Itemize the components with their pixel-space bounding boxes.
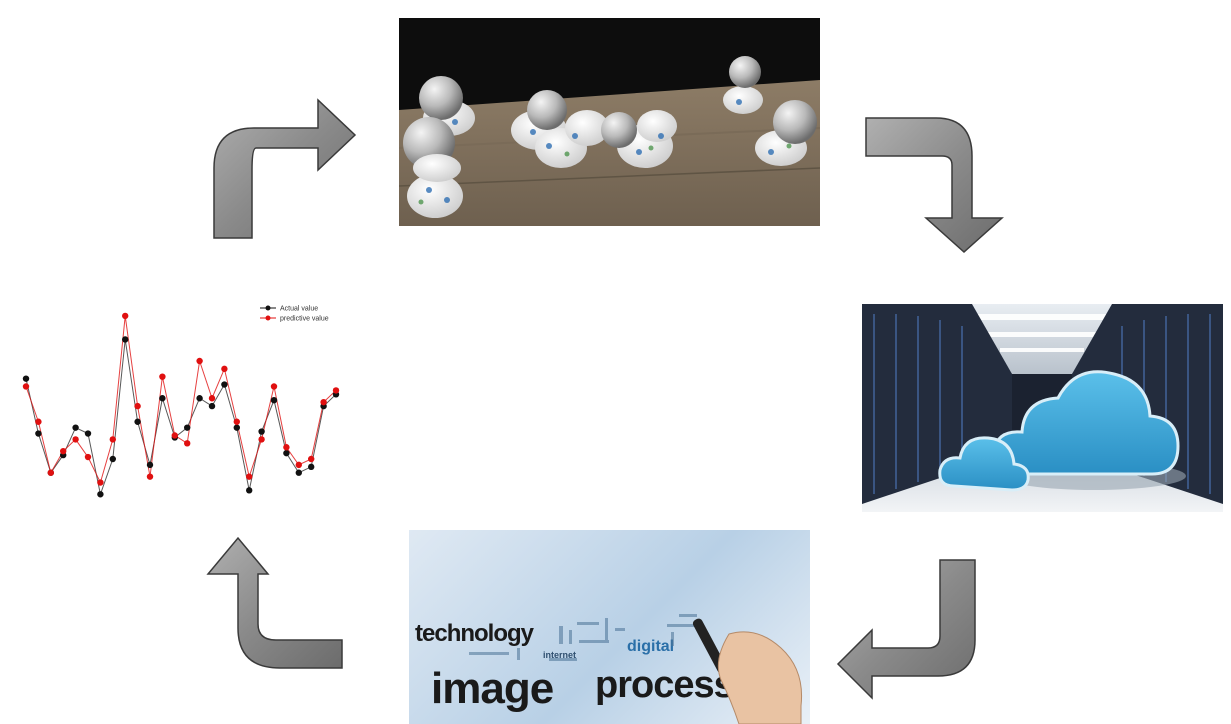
chart-legend: Actual value predictive value: [260, 305, 329, 323]
data-point-predictive: [295, 461, 302, 469]
data-point-predictive: [184, 440, 191, 447]
data-point-actual: [270, 397, 278, 404]
arrow-image-processing-to-prediction: [206, 536, 343, 669]
word-technology: technology: [415, 620, 534, 647]
robot-2: [403, 117, 463, 218]
data-point-predictive: [146, 473, 154, 480]
data-point-predictive: [134, 402, 141, 410]
data-point-actual: [221, 381, 228, 388]
data-point-actual: [283, 449, 290, 457]
data-point-actual: [196, 395, 203, 402]
data-point-actual: [109, 455, 117, 463]
word-image: image: [431, 664, 554, 713]
series-line-predictive: [25, 315, 337, 484]
data-point-predictive: [270, 383, 278, 390]
data-point-actual: [184, 424, 191, 431]
large-cloud-icon: [992, 370, 1186, 490]
word-internet: internet: [543, 650, 577, 660]
word-cloud-photo: technology image processing digital inte…: [409, 530, 810, 724]
data-point-predictive: [196, 357, 203, 365]
cloud-datacenter-photo: [862, 304, 1223, 512]
legend-label-predictive: predictive value: [280, 316, 329, 323]
robots-scene: [399, 56, 820, 226]
data-point-predictive: [72, 436, 79, 443]
data-point-actual: [35, 430, 42, 437]
data-point-predictive: [84, 453, 92, 461]
small-cloud-icon: [938, 436, 1030, 492]
data-point-actual: [22, 375, 30, 382]
series-line-actual: [25, 339, 337, 497]
data-point-predictive: [332, 387, 340, 394]
data-point-actual: [246, 487, 253, 494]
data-point-predictive: [308, 455, 315, 463]
data-point-actual: [295, 469, 302, 476]
data-point-actual: [97, 491, 104, 498]
data-point-predictive: [233, 418, 240, 425]
legend-marker-predictive: [265, 315, 271, 321]
data-point-predictive: [159, 373, 166, 380]
data-point-predictive: [171, 432, 178, 439]
data-point-predictive: [47, 469, 54, 476]
data-point-predictive: [122, 312, 129, 320]
data-point-predictive: [97, 479, 104, 486]
prediction-line-chart: Actual value predictive value: [22, 305, 340, 498]
word-cloud-decor: [469, 614, 803, 724]
data-point-actual: [84, 430, 92, 437]
data-point-predictive: [22, 383, 30, 390]
robot-6: [723, 56, 763, 114]
legend-marker-actual: [265, 305, 271, 311]
data-point-predictive: [109, 436, 117, 443]
arrow-robots-to-cloud: [865, 117, 1004, 254]
data-point-actual: [72, 424, 79, 431]
data-point-actual: [233, 424, 240, 431]
data-point-predictive: [208, 395, 216, 402]
data-point-actual: [208, 402, 216, 410]
chart-lines: [25, 315, 337, 497]
robot-7: [755, 100, 817, 166]
hand-marker: [692, 618, 803, 724]
cloud-scene: [862, 304, 1223, 512]
data-point-predictive: [35, 418, 42, 425]
word-digital: digital: [627, 638, 675, 655]
chart-points: [22, 312, 340, 498]
data-point-predictive: [283, 444, 290, 451]
arrow-cloud-to-image-processing: [836, 559, 976, 700]
spherical-robots-photo: [399, 18, 820, 226]
data-point-predictive: [221, 365, 228, 373]
data-point-predictive: [60, 447, 67, 455]
data-point-actual: [308, 463, 315, 471]
data-point-predictive: [246, 473, 253, 480]
legend-label-actual: Actual value: [280, 306, 318, 313]
data-point-predictive: [320, 398, 327, 406]
data-point-actual: [146, 461, 154, 469]
data-point-actual: [159, 395, 166, 402]
data-point-actual: [134, 418, 141, 425]
data-point-predictive: [258, 436, 265, 443]
data-point-actual: [258, 428, 265, 435]
data-point-actual: [122, 336, 129, 343]
arrow-prediction-to-robots: [213, 98, 357, 239]
